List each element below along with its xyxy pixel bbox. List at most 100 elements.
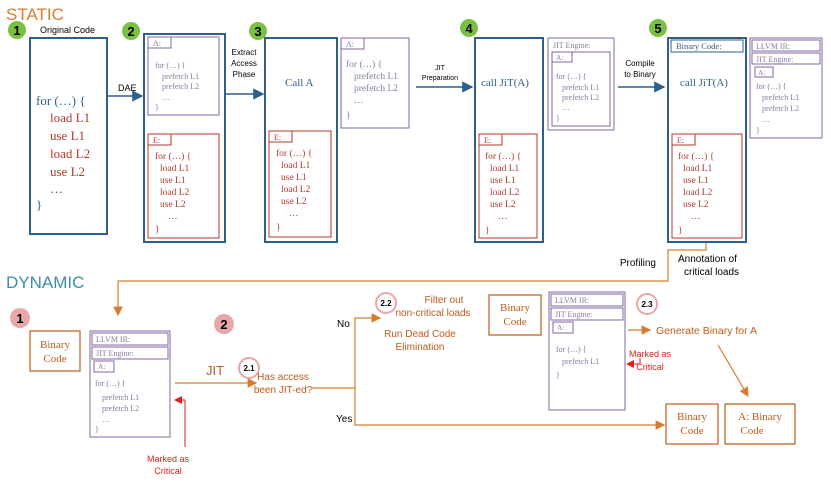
step2-e-label: E: — [153, 136, 160, 145]
step5-e-close: } — [678, 226, 683, 236]
dyn22-jit-engine-hdr — [550, 307, 624, 321]
dyn22-pf1: prefetch L1 — [562, 357, 599, 366]
original-code-label: Original Code — [40, 25, 95, 35]
dyn-binary-box — [29, 330, 81, 372]
generate-label: Generate Binary for A — [656, 325, 757, 337]
step3-a-box — [340, 37, 410, 129]
step2-e-for: for (…) { — [155, 151, 191, 162]
dyn-step-1-badge — [10, 308, 30, 328]
dyn-a-label: A: — [98, 362, 106, 371]
yes-label: Yes — [336, 414, 352, 425]
profiling-connector — [113, 243, 707, 317]
step3-e-load1: load L1 — [281, 161, 311, 171]
has-access-1: Has access — [257, 372, 309, 383]
step5-e-use2: use L2 — [683, 200, 709, 210]
step4-jit-engine-label: JIT Engine: — [553, 41, 590, 50]
step2-a-tab — [147, 36, 172, 49]
dyn-step-22-number: 2.2 — [380, 299, 392, 308]
step3-e-label: E: — [274, 133, 281, 142]
dyn-step-23-number: 2.3 — [641, 300, 653, 309]
step5-jit-close: } — [756, 126, 760, 135]
step4-e-use2: use L2 — [490, 200, 516, 210]
dyn22-llvm-hdr — [550, 293, 624, 307]
step4-e-for: for (…) { — [485, 151, 521, 162]
step-1-number: 1 — [13, 23, 20, 38]
step5-jit-a-tab — [754, 66, 774, 78]
dyn-step-22-badge — [375, 292, 397, 314]
step3-call-a: Call A — [285, 77, 313, 89]
step-5-number: 5 — [654, 21, 661, 36]
step-4-number: 4 — [465, 21, 473, 36]
step2-e-box — [147, 133, 220, 239]
dyn-jit-engine-hdr — [91, 346, 169, 360]
step2-outer-box — [143, 33, 226, 243]
dyn-llvm-box — [89, 330, 171, 438]
step2-e-use1: use L1 — [160, 176, 186, 186]
step4-jit-a-tab — [551, 51, 573, 63]
step3-e-tab — [268, 130, 293, 143]
step-2-badge — [122, 22, 140, 40]
dyn22-binary-box — [488, 294, 542, 336]
step5-outer-box — [667, 37, 747, 243]
step5-e-load1: load L1 — [683, 164, 713, 174]
step4-e-load1: load L1 — [490, 164, 520, 174]
dyn-ell: … — [102, 415, 110, 424]
step4-e-load2: load L2 — [490, 188, 520, 198]
dyn22-marked-2: Critical — [636, 362, 664, 372]
jit-prep-label-1: JIT — [435, 65, 445, 72]
jit-prep-label-2: Preparation — [422, 75, 458, 82]
dyn-pf1: prefetch L1 — [102, 393, 139, 402]
rundead-1: Run Dead Code — [384, 329, 456, 340]
orig-use-l2: use L2 — [50, 164, 85, 179]
dyn-a-tab — [93, 360, 115, 373]
step3-e-ell: … — [289, 209, 299, 219]
step-3-badge — [249, 22, 267, 40]
dyn-step-21-number: 2.1 — [243, 364, 255, 373]
step4-e-close: } — [485, 226, 490, 236]
filter-1: Filter out — [425, 295, 464, 306]
step5-llvm-box — [749, 37, 823, 139]
step5-llvm-hdr-box — [751, 39, 821, 52]
step3-a-label: A: — [346, 40, 354, 49]
dyn-marked-1: Marked as — [147, 454, 190, 464]
step5-jit-pf1: prefetch L1 — [762, 93, 799, 102]
orig-close: } — [36, 197, 42, 212]
step5-e-load2: load L2 — [683, 188, 713, 198]
step2-e-use2: use L2 — [160, 200, 186, 210]
dyn-binary-text-1: Binary — [40, 339, 70, 351]
step-5-badge — [649, 19, 667, 37]
filter-2: non-critical loads — [395, 308, 470, 319]
step3-a-for: for (…) { — [346, 59, 382, 70]
step4-jit-pf2: prefetch L2 — [562, 93, 599, 102]
step3-a-ell: … — [354, 96, 364, 106]
step4-call-jit: call JiT(A) — [481, 77, 529, 89]
step2-e-tab — [147, 133, 172, 146]
dyn-binary-text-2: Code — [43, 353, 66, 365]
step-4-badge — [460, 19, 478, 37]
final-binary-text-1: Binary — [677, 411, 707, 423]
step5-call-jit: call JiT(A) — [680, 77, 728, 89]
dyn-llvm-hdr — [91, 332, 169, 346]
dyn22-llvm-box — [548, 291, 626, 411]
step2-a-label: A: — [153, 39, 161, 48]
dyn-step-2-badge — [214, 314, 234, 334]
dyn22-binary-text-1: Binary — [500, 302, 530, 314]
dyn-step-21-badge — [238, 357, 260, 379]
final-binary-box — [665, 403, 719, 445]
step3-e-close: } — [276, 223, 281, 233]
step5-e-use1: use L1 — [683, 176, 709, 186]
orig-load-l1: load L1 — [50, 110, 90, 125]
step2-a-pf2: prefetch L2 — [162, 82, 199, 91]
step2-e-load1: load L1 — [160, 164, 190, 174]
step3-a-pf2: prefetch L2 — [354, 83, 398, 94]
step-2-number: 2 — [127, 24, 134, 39]
step4-e-tab — [478, 133, 503, 146]
compile-label-1: Compile — [625, 59, 655, 68]
branch-yes — [354, 388, 666, 430]
step4-jit-engine-box — [547, 37, 615, 131]
step2-a-ell: … — [162, 93, 170, 102]
step3-outer-box — [264, 37, 338, 243]
step2-a-box — [147, 36, 220, 116]
final-binary-text-2: Code — [680, 425, 703, 437]
step5-jit-engine-label: JIT Engine: — [756, 55, 793, 64]
